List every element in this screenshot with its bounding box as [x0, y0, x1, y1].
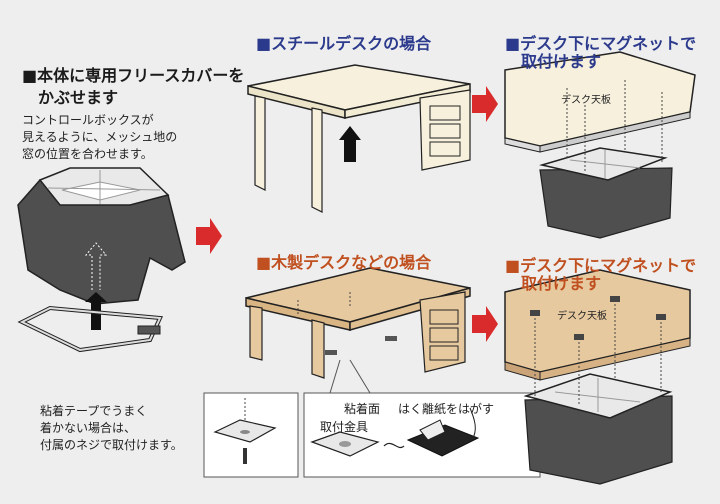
left-note-line2: 着かない場合は、: [40, 421, 137, 435]
wood-mount-title-line2: 取付けます: [521, 274, 602, 293]
steel-mount-title-line1: ■デスク下にマグネットで: [505, 34, 697, 53]
steel-desk: [247, 64, 471, 213]
wood-mount-board: [504, 269, 691, 381]
left-desc-line2: 見えるように、メッシュ地の: [22, 130, 178, 144]
wood-board-label: デスク天板: [557, 311, 607, 322]
left-desc-line1: コントロールボックスが: [22, 113, 154, 127]
wood-title: ■木製デスクなどの場合: [256, 253, 432, 272]
left-desc-line3: 窓の位置を合わせます。: [22, 147, 153, 161]
left-title-line1: ■本体に専用フリースカバーを: [22, 66, 245, 85]
steel-title: ■スチールデスクの場合: [256, 34, 432, 53]
heater-with-cover: [17, 167, 186, 330]
wood-mount-title-line1: ■デスク下にマグネットで: [505, 256, 697, 275]
peel-label: はく離紙をはがす: [398, 402, 495, 416]
left-note-line3: 付属のネジで取付けます。: [40, 438, 183, 452]
wood-desk: [245, 267, 471, 379]
heater-frame: [17, 305, 163, 353]
steel-mount-heater: [539, 80, 673, 239]
adhesive-label: 粘着面: [344, 402, 381, 416]
bracket-label: 取付金具: [320, 420, 369, 434]
steel-board-label: デスク天板: [561, 95, 611, 106]
steel-mount-board: [504, 51, 696, 153]
wood-mount-heater: [523, 304, 673, 485]
left-title-line2: かぶせます: [38, 88, 119, 107]
left-note-line1: 粘着テープでうまく: [40, 404, 148, 418]
wood-detail-box: [203, 359, 541, 478]
steel-mount-title-line2: 取付けます: [521, 52, 602, 71]
red-arrows: [196, 86, 498, 342]
